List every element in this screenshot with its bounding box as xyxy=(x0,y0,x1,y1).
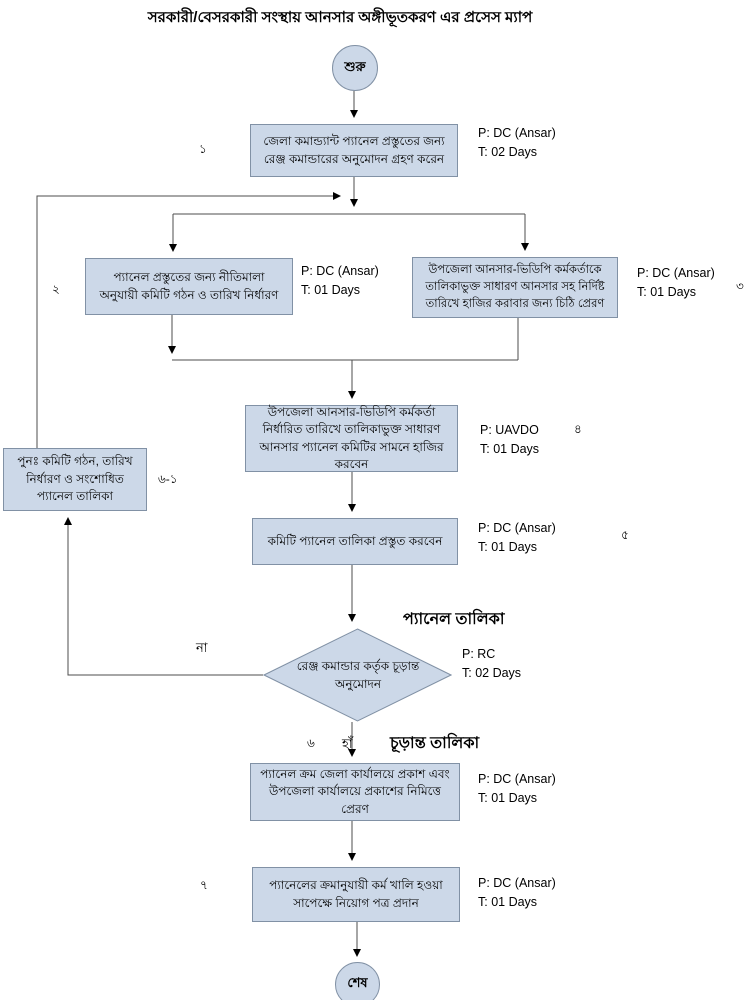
process-box-2: প্যানেল প্রস্তুতের জন্য নীতিমালা অনুযায়… xyxy=(85,258,293,315)
page-title: সরকারী/বেসরকারী সংস্থায় আনসার অঙ্গীভূতক… xyxy=(147,9,533,26)
actor-line: P: DC (Ansar) xyxy=(478,876,556,890)
actor-line: P: UAVDO xyxy=(480,423,539,437)
final-list-annotation: চূড়ান্ত তালিকা xyxy=(390,735,480,752)
time-line: T: 02 Days xyxy=(478,144,538,159)
actor-time-label-decision: P: RC T: 02 Days xyxy=(462,645,521,683)
no-label: না xyxy=(196,640,208,655)
end-terminator: শেষ xyxy=(335,962,380,1000)
process-box-7: প্যানেলের ক্রমানুযায়ী কর্ম খালি হওয়া স… xyxy=(252,867,460,922)
actor-time-label-6: P: DC (Ansar) T: 01 Days xyxy=(478,770,556,808)
time-line: T: 01 Days xyxy=(478,539,538,554)
process-box-6: প্যানেল ক্রম জেলা কার্যালয়ে প্রকাশ এবং … xyxy=(250,763,460,821)
actor-line: P: RC xyxy=(462,647,496,661)
actor-time-label-2: P: DC (Ansar) T: 01 Days xyxy=(301,262,379,300)
actor-time-label-5: P: DC (Ansar) T: 01 Days xyxy=(478,519,556,557)
step-number-6: ৬ xyxy=(307,736,315,750)
step-number-6-1: ৬-১ xyxy=(158,472,178,486)
process-box-4: উপজেলা আনসার-ভিডিপি কর্মকর্তা নির্ধারিত … xyxy=(245,405,458,472)
step-number-2: ২ xyxy=(52,282,60,296)
actor-line: P: DC (Ansar) xyxy=(301,264,379,278)
actor-line: P: DC (Ansar) xyxy=(478,521,556,535)
actor-line: P: DC (Ansar) xyxy=(637,266,715,280)
step-number-3: ৩ xyxy=(736,279,744,293)
actor-time-label-3: P: DC (Ansar) T: 01 Days xyxy=(637,264,715,302)
process-box-3: উপজেলা আনসার-ভিডিপি কর্মকর্তাকে তালিকাভু… xyxy=(412,257,618,318)
time-line: T: 02 Days xyxy=(462,665,522,680)
connector-no-to-rework xyxy=(64,517,263,676)
diamond-shape xyxy=(262,628,453,722)
actor-time-label-1: P: DC (Ansar) T: 02 Days xyxy=(478,124,556,162)
connector-rework-to-main xyxy=(36,192,341,448)
process-box-1: জেলা কমান্ড্যান্ট প্যানেল প্রস্তুতের জন্… xyxy=(250,124,458,177)
panel-list-annotation: প্যানেল তালিকা xyxy=(403,611,505,628)
time-line: T: 01 Days xyxy=(478,894,538,909)
process-box-5: কমিটি প্যানেল তালিকা প্রস্তুত করবেন xyxy=(252,518,458,565)
step-number-7: ৭ xyxy=(200,878,208,892)
actor-time-label-4: P: UAVDO T: 01 Days xyxy=(480,421,539,459)
start-terminator: শুরু xyxy=(332,45,378,91)
decision-text: রেঞ্জ কমান্ডার কর্তৃক চূড়ান্ত অনুমোদন xyxy=(296,659,420,691)
time-line: T: 01 Days xyxy=(637,284,697,299)
step-number-5: ৫ xyxy=(621,528,629,542)
yes-label: হাঁ xyxy=(342,736,353,751)
step-number-4: ৪ xyxy=(574,422,582,436)
time-line: T: 01 Days xyxy=(480,441,540,456)
rework-box: পুনঃ কমিটি গঠন, তারিখ নির্ধারণ ও সংশোধিত… xyxy=(3,448,147,511)
actor-line: P: DC (Ansar) xyxy=(478,126,556,140)
step-number-1: ১ xyxy=(199,142,207,156)
time-line: T: 01 Days xyxy=(478,790,538,805)
time-line: T: 01 Days xyxy=(301,282,361,297)
actor-time-label-7: P: DC (Ansar) T: 01 Days xyxy=(478,874,556,912)
decision-diamond: রেঞ্জ কমান্ডার কর্তৃক চূড়ান্ত অনুমোদন xyxy=(262,628,453,722)
actor-line: P: DC (Ansar) xyxy=(478,772,556,786)
